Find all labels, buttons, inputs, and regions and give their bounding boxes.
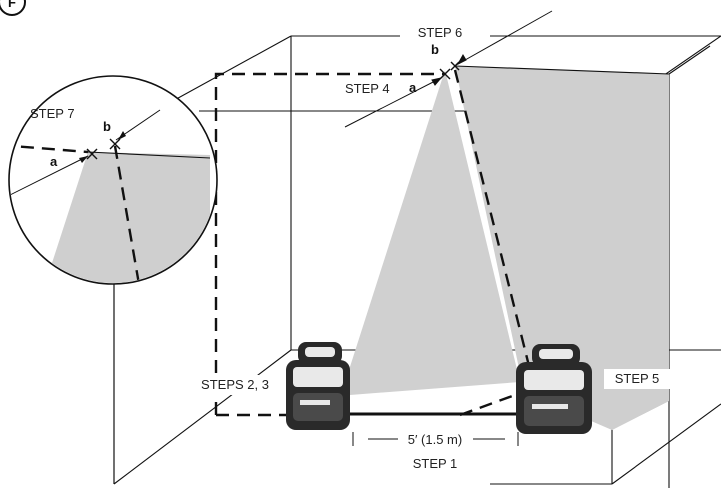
zoom-inset: STEP 7 b a [8, 75, 218, 484]
badge-letter: F [8, 0, 16, 10]
point-a-label: a [409, 80, 417, 95]
cross-mark-icon [439, 61, 460, 80]
laser-fan-left [348, 70, 520, 395]
figure-badge: F [0, 0, 26, 16]
laser-level-left [286, 342, 350, 430]
steps23-label: STEPS 2, 3 [201, 377, 269, 392]
laser-plane [455, 66, 669, 430]
zoom-point-b-label: b [103, 119, 111, 134]
step6-label: STEP 6 [418, 25, 463, 40]
zoom-point-a-label: a [50, 154, 58, 169]
distance-label: 5′ (1.5 m) [408, 432, 462, 447]
laser-level-right [516, 344, 592, 434]
step4-label: STEP 4 [345, 81, 390, 96]
distance-dimension [352, 432, 519, 446]
step7-label: STEP 7 [30, 106, 75, 121]
step5-label: STEP 5 [615, 371, 660, 386]
point-b-label: b [431, 42, 439, 57]
step1-label: STEP 1 [413, 456, 458, 471]
leader-lines [344, 10, 553, 128]
laser-dashed-path [214, 69, 532, 417]
